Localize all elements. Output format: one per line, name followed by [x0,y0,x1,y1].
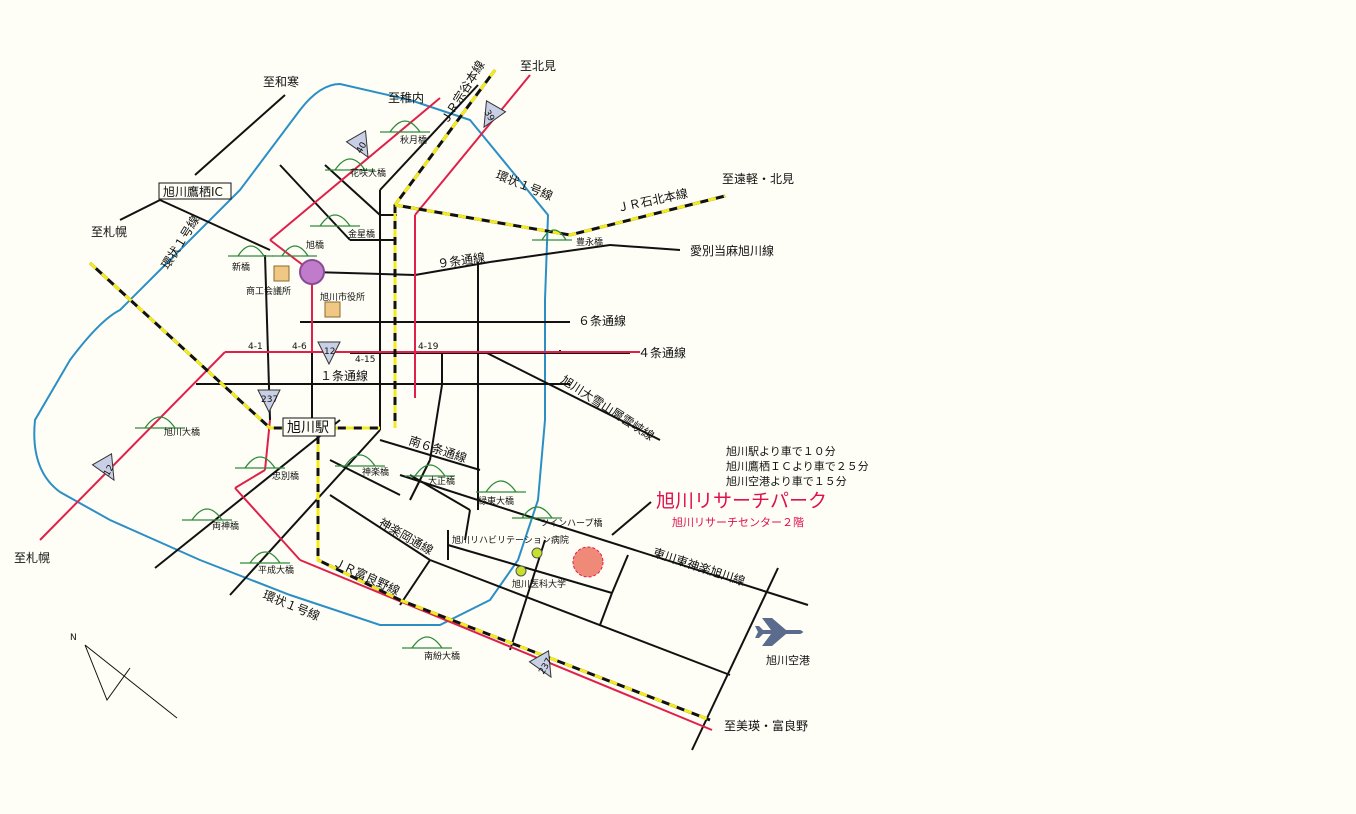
route-shield-12b [91,453,115,482]
route-shield-237b [528,650,552,679]
station-box [282,417,336,437]
bridge-ryokuto: 緑東大橋 [478,495,514,507]
route-shield-40 [345,130,369,159]
route-shield-237a [257,389,281,414]
university-marker [531,547,543,559]
ring-ne-label: 環状１号線 [494,167,555,203]
chamber-marker [273,265,290,282]
bridge-toyonaga: 豊永橋 [576,236,603,248]
dir-engaru: 至遠軽・北見 [722,172,794,186]
dir-biei: 至美瑛・富良野 [724,718,808,733]
airport-label: 旭川空港 [766,653,810,667]
int-419: 4-19 [418,342,439,352]
dir-wakkanai: 至和寒 [263,74,299,89]
bridge-heisei: 平成大橋 [258,564,294,576]
minami6-label: 南６条通線 [407,433,469,466]
bridge-twinharp: ツインハープ橋 [540,517,602,529]
bridge-nanpun: 南紛大橋 [424,650,460,662]
ring-s-label: 環状１号線 [261,587,322,623]
airplane-icon [755,618,803,646]
bridge-shin: 新橋 [232,261,250,273]
route-237a-label: 237 [261,395,278,405]
higashikawa-label: 東川東神楽旭川線 [651,545,747,589]
jo6-label: ６条通線 [578,313,626,328]
park-title: 旭川リサーチパーク [656,490,827,512]
bridge-kagura: 神楽橋 [362,466,389,478]
bridge-kinsei: 金星橋 [348,228,375,240]
station-marker [299,259,325,285]
route-shield-12a [317,341,341,366]
station-label: 旭川駅 [287,420,329,436]
ring-nw-label: 環状１号線 [158,213,203,272]
bridge-akizuki: 秋月橋 [400,134,427,146]
bridge-asahikawa-o: 旭川大橋 [164,426,200,438]
daisetsu-label: 旭川大雪山層雲峡線 [558,372,657,443]
city-hall-label: 旭川市役所 [320,291,365,303]
park-subtitle: 旭川リサーチセンター２階 [672,515,804,529]
access-1: 旭川駅より車で１０分 [726,444,836,458]
bridge-taisho: 大正橋 [428,475,455,487]
dir-wakkanai2: 至稚内 [388,91,424,105]
university-marker-2 [515,565,527,577]
compass-icon [84,644,178,719]
jr-sekihoku-label: ＪＲ石北本線 [616,185,690,215]
route-shields [91,100,552,679]
research-park-marker [572,546,604,578]
bridge-ryojin: 両神橋 [212,520,239,532]
ic-box [158,182,232,200]
route-12a-label: 12 [324,347,335,357]
ring-road [33,82,550,626]
int-46: 4-6 [292,342,307,352]
dir-sapporo-sw: 至札幌 [14,550,50,565]
int-41: 4-1 [248,342,263,352]
jo4-label: ４条通線 [638,345,686,360]
jo1-label: １条通線 [320,368,368,383]
bridge-hanasaki: 花咲大橋 [350,167,386,179]
int-415: 4-15 [355,355,375,365]
kagura-label: 神楽岡通線 [377,515,436,558]
railways [88,69,726,722]
jo9-label: ９条通線 [436,249,486,271]
bridge-asahi: 旭橋 [306,239,324,251]
city-hall-marker [324,301,341,318]
rehab-label: 旭川リハビリテーション病院 [452,534,569,546]
access-2: 旭川鷹栖ＩＣより車で２５分 [726,459,869,473]
dir-sapporo-nw: 至札幌 [91,224,127,239]
access-3: 旭川空港より車で１５分 [726,474,847,488]
bridges [135,120,572,649]
route-shield-39 [483,100,507,129]
park-pointer [611,501,652,536]
aibetsu-label: 愛別当麻旭川線 [690,243,774,258]
chamber-label: 商工会議所 [246,285,291,297]
medical-univ-label: 旭川医科大学 [512,578,566,590]
dir-kitami: 至北見 [520,59,556,73]
labels: 至和寒 至札幌 至稚内 至北見 至遠軽・北見 至札幌 至美瑛・富良野 旭川鷹栖I… [14,58,869,733]
ic-label: 旭川鷹栖IC [163,184,223,199]
bridge-chubetsu: 忠別橋 [272,470,299,482]
route-12b-label: 12 [102,463,116,478]
compass-label: N [70,633,77,643]
